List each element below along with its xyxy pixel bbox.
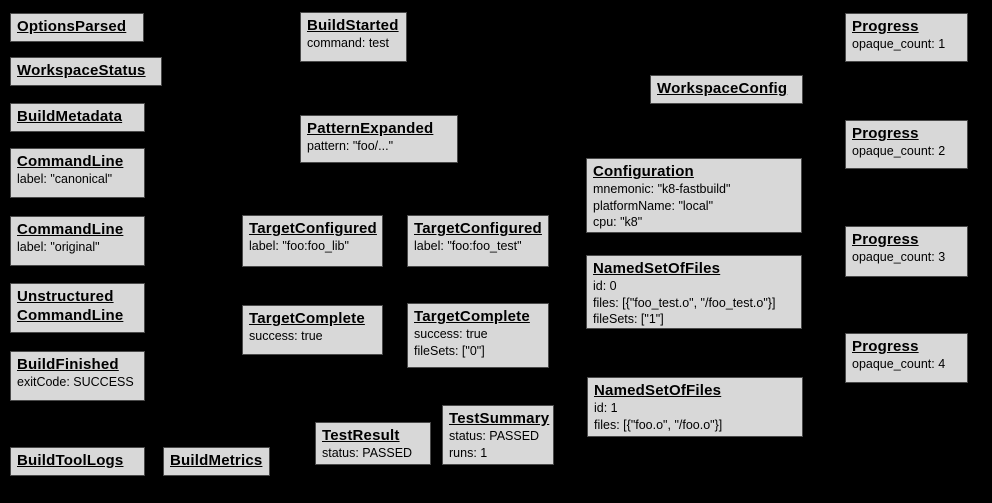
node-commandline-canonical: CommandLine label: "canonical" [10,148,145,198]
node-field: fileSets: ["0"] [414,343,485,358]
node-title: CommandLine [17,153,124,170]
node-field: fileSets: ["1"] [593,312,664,326]
node-buildfinished: BuildFinished exitCode: SUCCESS [10,351,145,401]
node-patternexpanded: PatternExpanded pattern: "foo/..." [300,115,458,163]
node-optionsparsed: OptionsParsed [10,13,144,42]
node-field: id: 0 [593,279,617,293]
node-workspacestatus: WorkspaceStatus [10,57,162,86]
node-title: TargetComplete [249,310,365,327]
node-buildtoollogs: BuildToolLogs [10,447,145,476]
node-targetconfigured-foo-test: TargetConfigured label: "foo:foo_test" [407,215,549,267]
node-progress-1: Progress opaque_count: 1 [845,13,968,62]
node-targetcomplete-foo-test: TargetComplete success: true fileSets: [… [407,303,549,368]
node-title: Unstructured CommandLine [17,288,124,324]
node-field: opaque_count: 1 [852,37,946,51]
node-field: success: true [249,329,323,343]
node-buildmetrics: BuildMetrics [163,447,270,476]
node-configuration: Configuration mnemonic: "k8-fastbuild" p… [586,158,802,233]
node-title: BuildFinished [17,356,119,373]
node-field: opaque_count: 4 [852,357,946,371]
node-title: Configuration [593,163,694,180]
node-field: opaque_count: 3 [852,250,946,264]
node-field: id: 1 [594,401,618,415]
node-title: Progress [852,231,919,248]
node-namedsetoffiles-0: NamedSetOfFiles id: 0 files: [{"foo_test… [586,255,802,329]
node-field: files: [{"foo.o", "/foo.o"}] [594,417,723,432]
node-field: runs: 1 [449,445,488,460]
node-progress-3: Progress opaque_count: 3 [845,226,968,277]
node-field: opaque_count: 2 [852,144,946,158]
node-title: OptionsParsed [17,18,127,35]
node-title: BuildMetrics [170,452,263,469]
node-title: PatternExpanded [307,120,434,137]
node-field: files: [{"foo_test.o", "/foo_test.o"}] [593,295,776,310]
node-title: NamedSetOfFiles [593,260,721,277]
node-title: BuildToolLogs [17,452,124,469]
node-targetconfigured-foo-lib: TargetConfigured label: "foo:foo_lib" [242,215,383,267]
node-title: TargetConfigured [414,220,542,237]
node-buildstarted: BuildStarted command: test [300,12,407,62]
node-title: BuildStarted [307,17,399,34]
node-title: BuildMetadata [17,108,123,125]
node-field: cpu: "k8" [593,215,643,229]
node-title: WorkspaceStatus [17,62,146,79]
node-field: label: "canonical" [17,172,113,186]
node-title: TestSummary [449,410,550,427]
node-title: Progress [852,125,919,142]
node-field: exitCode: SUCCESS [17,375,134,389]
node-field: success: true [414,327,488,341]
node-title: NamedSetOfFiles [594,382,722,399]
node-title: CommandLine [17,221,124,238]
node-testsummary: TestSummary status: PASSED runs: 1 [442,405,554,465]
node-field: command: test [307,36,389,50]
node-field: label: "foo:foo_lib" [249,239,349,253]
node-targetcomplete-foo-lib: TargetComplete success: true [242,305,383,355]
node-field: status: PASSED [449,429,540,443]
node-field: pattern: "foo/..." [307,139,394,153]
node-unstructuredcommandline: Unstructured CommandLine [10,283,145,333]
node-commandline-original: CommandLine label: "original" [10,216,145,266]
node-progress-4: Progress opaque_count: 4 [845,333,968,383]
node-progress-2: Progress opaque_count: 2 [845,120,968,169]
node-field: platformName: "local" [593,198,714,213]
node-title: TargetComplete [414,308,530,325]
node-workspaceconfig: WorkspaceConfig [650,75,803,104]
node-title: Progress [852,338,919,355]
node-field: mnemonic: "k8-fastbuild" [593,182,731,196]
node-namedsetoffiles-1: NamedSetOfFiles id: 1 files: [{"foo.o", … [587,377,803,437]
node-field: label: "foo:foo_test" [414,239,522,253]
node-buildmetadata: BuildMetadata [10,103,145,132]
node-title: WorkspaceConfig [657,80,788,97]
node-field: status: PASSED [322,446,413,460]
node-title: TestResult [322,427,400,444]
node-title: TargetConfigured [249,220,377,237]
node-field: label: "original" [17,240,100,254]
node-title: Progress [852,18,919,35]
node-testresult: TestResult status: PASSED [315,422,431,465]
